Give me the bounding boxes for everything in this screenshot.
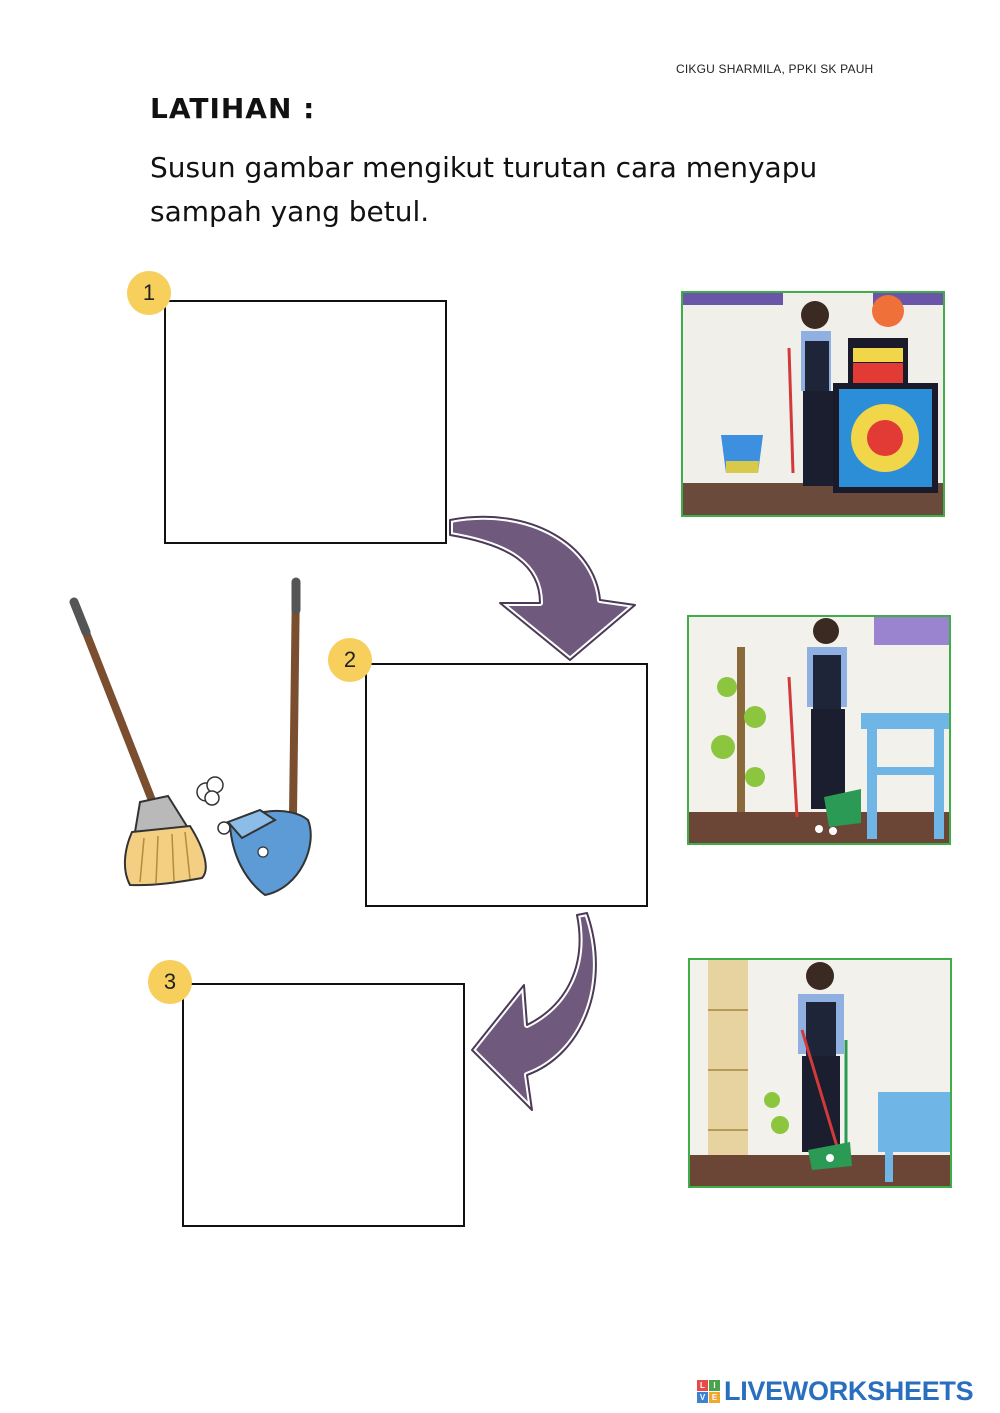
page-title: LATIHAN : <box>150 92 316 125</box>
photo-boy-sweeping[interactable] <box>687 615 951 845</box>
logo-grid-icon: L I V E <box>697 1380 720 1403</box>
broom-and-dustpan-icon <box>69 577 312 897</box>
step-badge-1: 1 <box>127 271 171 315</box>
liveworksheets-logo: L I V E LIVEWORKSHEETS <box>697 1376 974 1407</box>
step-badge-3: 3 <box>148 960 192 1004</box>
curved-arrow-down-right-icon <box>447 513 638 663</box>
photo-boy-collecting-dustpan[interactable] <box>688 958 952 1188</box>
step-badge-2: 2 <box>328 638 372 682</box>
curved-arrow-down-left-icon <box>469 910 599 1113</box>
photo-boy-taking-broom[interactable] <box>681 291 945 517</box>
drop-box-1[interactable] <box>164 300 447 544</box>
brand-name: LIVEWORKSHEETS <box>724 1376 974 1406</box>
author-credit: CIKGU SHARMILA, PPKI SK PAUH <box>676 62 874 76</box>
instruction-text: Susun gambar mengikut turutan cara menya… <box>150 151 818 228</box>
drop-box-2[interactable] <box>365 663 648 907</box>
drop-box-3[interactable] <box>182 983 465 1227</box>
